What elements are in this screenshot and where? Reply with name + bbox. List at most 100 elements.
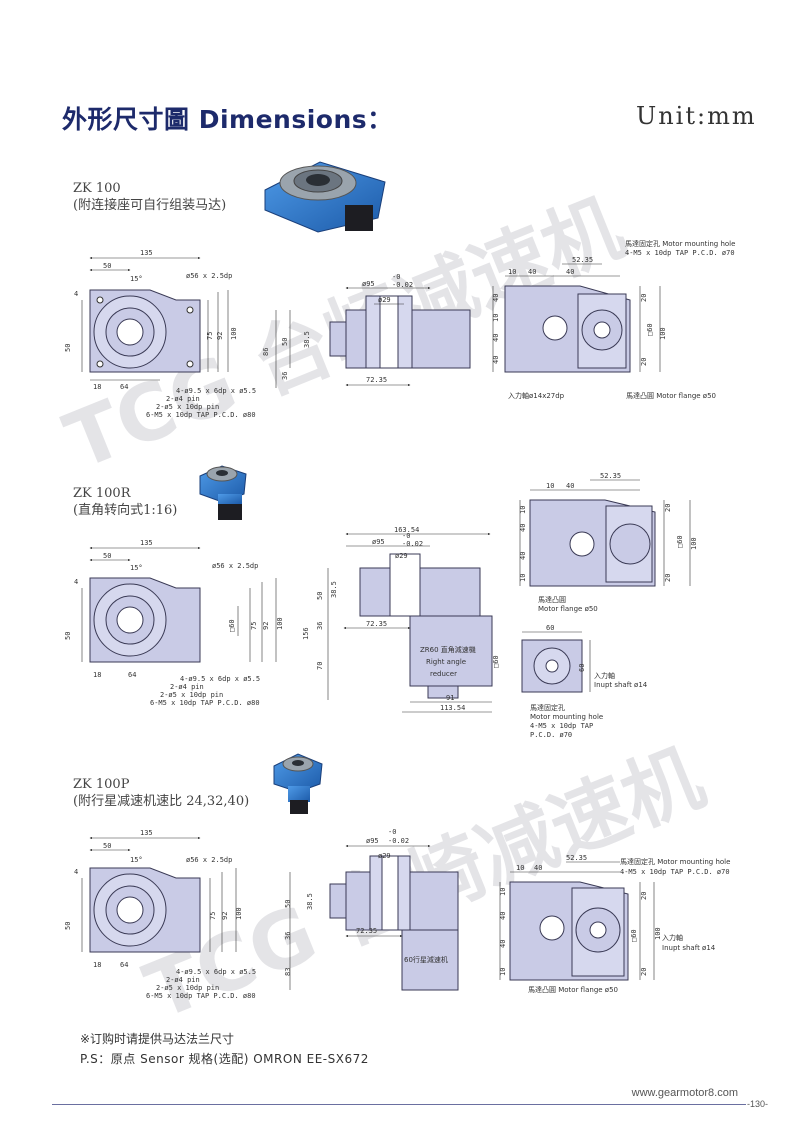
r-dim-70: 70 <box>316 662 324 670</box>
zk100p-front-view: 135 50 15° ø56 x 2.5dp 4 50 75 92 100 18… <box>64 829 256 1000</box>
dim-top-40a: 40 <box>492 294 500 302</box>
p-dim-75: 75 <box>209 912 217 920</box>
input-hole-label: 入力軸ø14x27dp <box>508 391 565 400</box>
r-dim-angle: 15° <box>130 564 143 572</box>
p-hole-spec-1: 4-ø9.5 x 6dp x ø5.5 <box>176 968 256 976</box>
dim-top-h10: 10 <box>492 314 500 322</box>
r-dim-72: 72.35 <box>366 620 387 628</box>
r-hole-spec-a: 4-M5 x 10dp TAP <box>530 722 593 730</box>
p-dim-38: 38.5 <box>306 893 314 910</box>
r-dim-thread: ø56 x 2.5dp <box>212 562 258 570</box>
planet-label: 60行星減速机 <box>404 955 448 964</box>
section-3-name: ZK 100P <box>73 777 130 792</box>
zk100-top-view: 10 40 40 52.35 40 10 40 40 20 20 100 □60… <box>492 239 735 400</box>
zk100r-top-view: 10 40 52.35 10 40 40 10 20 20 □60 100 <box>519 472 698 587</box>
r-dim-tol-dn: -0.02 <box>402 540 423 548</box>
p-top-100: 100 <box>654 927 662 940</box>
dim-top-40c: 40 <box>492 356 500 364</box>
r-dim-135: 135 <box>140 539 153 547</box>
p-dim-18: 18 <box>93 961 101 969</box>
p-dim-72: 72.35 <box>356 927 377 935</box>
p-top-52: 52.35 <box>566 854 587 862</box>
r-top-10: 10 <box>546 482 554 490</box>
r-dim-92: 92 <box>262 622 270 630</box>
dim-135: 135 <box>140 249 153 257</box>
dim-50: 50 <box>103 262 111 270</box>
dim-tol-dn: -0.02 <box>392 281 413 289</box>
r-top-52: 52.35 <box>600 472 621 480</box>
section-2-label: ZK 100R (直角转向式1:16) <box>73 485 177 519</box>
dim-38: 38.5 <box>303 331 311 348</box>
note-flange: ※订购时请提供马达法兰尺寸 <box>80 1032 235 1046</box>
dim-bore: ø95 <box>362 280 375 288</box>
zk100-front-view: 135 50 15° ø56 x 2.5dp 4 50 75 92 100 18… <box>64 249 256 419</box>
dim-top-20a: 20 <box>640 294 648 302</box>
p-dim-92: 92 <box>221 912 229 920</box>
motor-flange-label: 馬達凸圓 Motor flange ø50 <box>626 391 716 400</box>
r-dim-36: 36 <box>316 622 324 630</box>
p-dim-135: 135 <box>140 829 153 837</box>
product-photo-zk100 <box>264 161 386 233</box>
r-dim-29: ø29 <box>395 552 408 560</box>
dim-top-40b: 40 <box>566 268 574 276</box>
section-1-desc: (附连接座可自行组装马达) <box>73 198 227 213</box>
section-3-desc: (附行星减速机速比 24,32,40) <box>73 794 250 809</box>
p-top-40: 40 <box>534 864 542 872</box>
r-dim-75: 75 <box>250 622 258 630</box>
dim-29: ø29 <box>378 296 391 304</box>
motor-hole-label: 馬達固定孔 Motor mounting hole <box>625 239 735 248</box>
dim-top-40: 40 <box>528 268 536 276</box>
p-dim-h50: 50 <box>64 922 72 930</box>
r-top-20b: 20 <box>664 574 672 582</box>
p-hole-spec-2: 2-ø4 pin <box>166 976 200 984</box>
dim-64: 64 <box>120 383 128 391</box>
r-dim-tol-up: -0 <box>402 532 410 540</box>
zk100r-bottom-view: 馬達凸圓 Motor flange ø50 60 60 入力軸 Inupt sh… <box>521 595 648 739</box>
dim-top-100: 100 <box>659 327 667 340</box>
dim-top-sq60: □60 <box>646 323 654 336</box>
r-dim-38: 38.5 <box>330 581 338 598</box>
section-2-name: ZK 100R <box>73 486 131 501</box>
p-dim-side-50: 50 <box>284 900 292 908</box>
section-2-desc: (直角转向式1:16) <box>73 503 178 518</box>
dim-top-52: 52.35 <box>572 256 593 264</box>
r-top-40a: 40 <box>519 524 527 532</box>
zk100r-side-view: 163.54 ø95 -0 -0.02 ø29 156 50 38.5 36 7… <box>302 526 500 713</box>
r-dim-bore: ø95 <box>372 538 385 546</box>
dim-4: 4 <box>74 290 78 298</box>
p-top-10: 10 <box>516 864 524 872</box>
p-top-40a: 40 <box>499 912 507 920</box>
p-motor-hole-spec: 4-M5 x 10dp TAP P.C.D. ø70 <box>620 868 730 876</box>
r-hole-cn: 馬達固定孔 <box>530 703 565 712</box>
zk100p-side-view: ø95 -0 -0.02 ø29 50 38.5 36 83 72.35 60行… <box>284 828 459 991</box>
dim-tol-up: -0 <box>392 273 400 281</box>
r-top-sq60: □60 <box>676 535 684 548</box>
p-dim-100: 100 <box>235 907 243 920</box>
p-dim-64: 64 <box>120 961 128 969</box>
section-1-label: ZK 100 (附连接座可自行组装马达) <box>73 180 226 214</box>
dim-side-50: 50 <box>281 338 289 346</box>
p-hole-spec-4: 6-M5 x 10dp TAP P.C.D. ø80 <box>146 992 256 1000</box>
r-dim-4: 4 <box>74 578 78 586</box>
dim-thread: ø56 x 2.5dp <box>186 272 232 280</box>
reducer-en-2: reducer <box>430 670 457 678</box>
r-hole-spec-1: 4-ø9.5 x 6dp x ø5.5 <box>180 675 260 683</box>
p-flange-label: 馬達凸圓 Motor flange ø50 <box>528 985 618 994</box>
dim-h50: 50 <box>64 344 72 352</box>
r-dim-64: 64 <box>128 671 136 679</box>
r-input-cn: 入力軸 <box>594 671 615 680</box>
r-dim-91: 91 <box>446 694 454 702</box>
r-bot-60h: 60 <box>578 664 586 672</box>
unit-label: Unit:mm <box>636 102 757 130</box>
hole-spec-3: 2-ø5 x 10dp pin <box>156 403 219 411</box>
r-flange-cn: 馬達凸圓 <box>538 595 566 604</box>
p-dim-29: ø29 <box>378 852 391 860</box>
r-hole-spec-b: P.C.D. ø70 <box>530 731 572 739</box>
p-dim-4: 4 <box>74 868 78 876</box>
p-dim-thread: ø56 x 2.5dp <box>186 856 232 864</box>
p-hole-spec-3: 2-ø5 x 10dp pin <box>156 984 219 992</box>
r-dim-18: 18 <box>93 671 101 679</box>
r-dim-h50: 50 <box>64 632 72 640</box>
dim-92: 92 <box>216 332 224 340</box>
